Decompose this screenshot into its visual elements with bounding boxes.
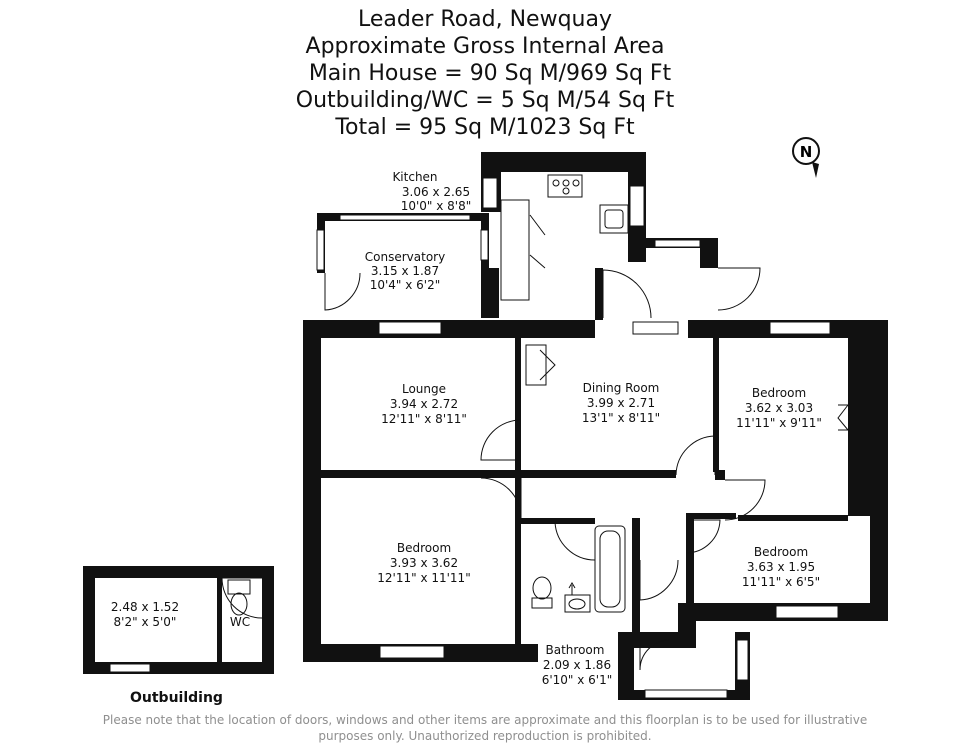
address-title: Leader Road, Newquay	[357, 7, 612, 32]
walls	[83, 152, 888, 700]
total-area: Total = 95 Sq M/1023 Sq Ft	[335, 115, 635, 140]
area-heading: Approximate Gross Internal Area	[305, 34, 665, 59]
kitchen-name: Kitchen	[392, 170, 437, 184]
outbuilding-area: Outbuilding/WC = 5 Sq M/54 Sq Ft	[295, 88, 675, 113]
bedroom-sw-metric: 3.93 x 3.62	[390, 556, 458, 570]
bedroom-ne-imperial: 11'11" x 9'11"	[736, 416, 822, 430]
room-labels: Kitchen 3.06 x 2.65 10'0" x 8'8" Conserv…	[111, 170, 822, 687]
dining-metric: 3.99 x 2.71	[587, 396, 655, 410]
title-block: Leader Road, Newquay Approximate Gross I…	[0, 6, 970, 141]
bathroom-imperial: 6'10" x 6'1"	[542, 673, 613, 687]
doors	[221, 267, 766, 671]
hob-icon	[547, 174, 583, 198]
dining-imperial: 13'1" x 8'11"	[582, 411, 660, 425]
outbuilding-imperial: 8'2" x 5'0"	[114, 615, 177, 629]
lounge-imperial: 12'11" x 8'11"	[381, 412, 467, 426]
windows	[109, 177, 839, 699]
bedroom-ne-metric: 3.62 x 3.03	[745, 401, 813, 415]
conservatory-name: Conservatory	[365, 250, 445, 264]
conservatory-metric: 3.15 x 1.87	[371, 264, 439, 278]
bedroom-sw-imperial: 12'11" x 11'11"	[377, 571, 470, 585]
main-house-area: Main House = 90 Sq M/969 Sq Ft	[308, 61, 672, 86]
conservatory-imperial: 10'4" x 6'2"	[370, 278, 441, 292]
lounge-metric: 3.94 x 2.72	[390, 397, 458, 411]
kitchen-sink-icon	[599, 204, 629, 234]
disclaimer-line-2: purposes only. Unauthorized reproduction…	[318, 729, 652, 743]
toilet-icon	[532, 576, 552, 600]
wc-name: WC	[230, 615, 250, 629]
bath-icon	[594, 525, 626, 613]
kitchen-metric: 3.06 x 2.65	[402, 185, 470, 199]
bathroom-metric: 2.09 x 1.86	[543, 658, 611, 672]
bedroom-se-metric: 3.63 x 1.95	[747, 560, 815, 574]
north-arrow-icon: N	[792, 137, 820, 178]
outbuilding-label: Outbuilding	[130, 690, 223, 706]
basin-icon	[564, 594, 591, 613]
fixtures	[227, 174, 861, 616]
bedroom-se-imperial: 11'11" x 6'5"	[742, 575, 820, 589]
bedroom-sw-name: Bedroom	[397, 541, 451, 555]
outbuilding-metric: 2.48 x 1.52	[111, 600, 179, 614]
bedroom-ne-name: Bedroom	[752, 386, 806, 400]
lounge-name: Lounge	[402, 382, 446, 396]
disclaimer-line-1: Please note that the location of doors, …	[102, 713, 868, 727]
disclaimer: Please note that the location of doors, …	[0, 712, 970, 744]
wc-cistern-icon	[227, 579, 251, 595]
dining-name: Dining Room	[583, 381, 660, 395]
kitchen-imperial: 10'0" x 8'8"	[401, 199, 472, 213]
bathroom-name: Bathroom	[546, 643, 605, 657]
bedroom-se-name: Bedroom	[754, 545, 808, 559]
compass-letter: N	[800, 143, 813, 161]
